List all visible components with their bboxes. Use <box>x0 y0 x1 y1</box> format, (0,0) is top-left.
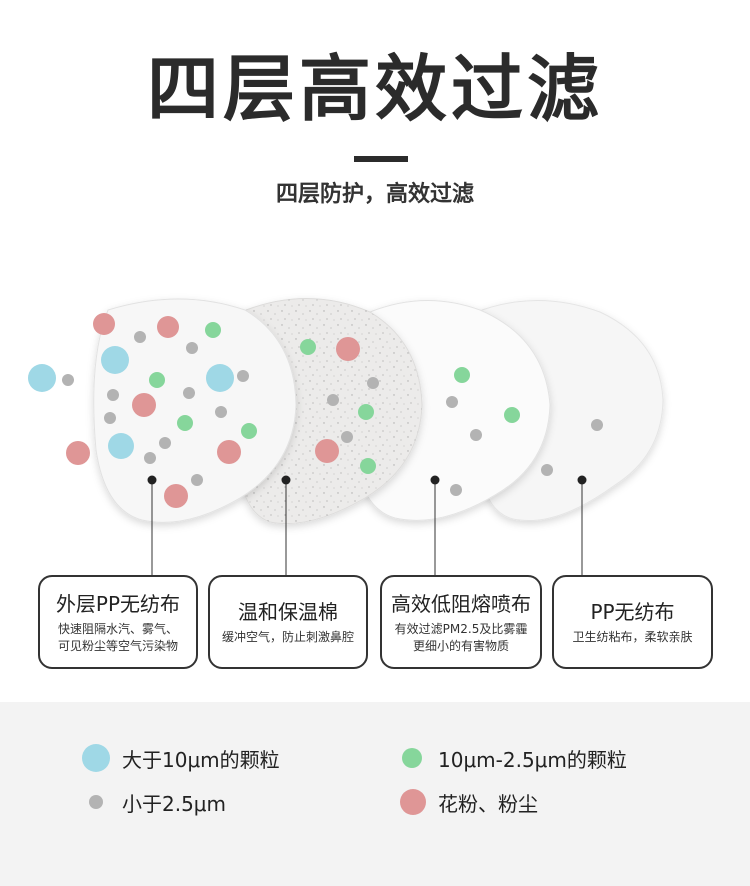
particle-pollen <box>315 439 339 463</box>
particle-medium <box>241 423 257 439</box>
small-particle-icon <box>89 795 103 809</box>
particle-small <box>446 396 458 408</box>
layer-connectors <box>151 480 583 575</box>
particle-medium <box>504 407 520 423</box>
particle-small <box>341 431 353 443</box>
particle-large <box>108 433 134 459</box>
particle-medium <box>149 372 165 388</box>
particle-pollen <box>336 337 360 361</box>
filter-layers-illustration <box>28 298 664 575</box>
layer-card-title: 外层PP无纺布 <box>55 592 181 616</box>
marker-dot-3 <box>430 475 440 485</box>
particles-layer-3 <box>446 367 520 496</box>
marker-dot-1 <box>147 475 157 485</box>
particle-large <box>206 364 234 392</box>
particle-small <box>191 474 203 486</box>
legend-item-pollen: 花粉、粉尘 <box>400 786 538 818</box>
particle-pollen <box>157 316 179 338</box>
particle-medium <box>358 404 374 420</box>
particle-pollen <box>66 441 90 465</box>
particle-small <box>215 406 227 418</box>
marker-dot-2 <box>281 475 291 485</box>
particle-medium <box>177 415 193 431</box>
large-particle-icon <box>82 744 110 772</box>
layer-card-pp-fabric: PP无纺布 卫生纺粘布，柔软亲肤 <box>552 575 713 669</box>
layer-card-desc: 卫生纺粘布，柔软亲肤 <box>572 630 693 644</box>
title-divider <box>354 156 408 162</box>
particle-small <box>134 331 146 343</box>
legend-label: 花粉、粉尘 <box>438 791 538 816</box>
particle-small <box>327 394 339 406</box>
layer-1-outer-pp <box>93 298 297 523</box>
particle-medium <box>300 339 316 355</box>
page-subtitle: 四层防护，高效过滤 <box>275 182 474 207</box>
legend-label: 大于10μm的颗粒 <box>122 747 280 772</box>
marker-dot-4 <box>577 475 587 485</box>
layer-card-title: PP无纺布 <box>590 600 675 624</box>
legend-item-large: 大于10μm的颗粒 <box>82 742 280 774</box>
medium-particle-icon <box>402 748 422 768</box>
particle-small <box>450 484 462 496</box>
particle-small <box>470 429 482 441</box>
layer-markers <box>147 475 587 485</box>
particle-small <box>159 437 171 449</box>
particle-small <box>367 377 379 389</box>
particle-small <box>107 389 119 401</box>
particle-medium <box>454 367 470 383</box>
legend-item-small: 小于2.5μm <box>82 786 226 818</box>
particle-small <box>591 419 603 431</box>
particle-pollen <box>217 440 241 464</box>
particle-pollen <box>164 484 188 508</box>
particle-pollen <box>93 313 115 335</box>
particle-small <box>186 342 198 354</box>
legend-label: 小于2.5μm <box>122 791 227 816</box>
layer-card-title: 温和保温棉 <box>238 600 338 624</box>
legend-label: 10μm-2.5μm的颗粒 <box>438 747 627 772</box>
layer-card-desc: 缓冲空气，防止刺激鼻腔 <box>221 630 354 644</box>
layer-card-desc: 快速阻隔水汽、雾气、 可见粉尘等空气污染物 <box>57 622 178 653</box>
particle-large <box>101 346 129 374</box>
layer-card-desc: 有效过滤PM2.5及比雾霾 更细小的有害物质 <box>394 622 528 653</box>
page-title: 四层高效过滤 <box>146 47 603 131</box>
particle-pollen <box>132 393 156 417</box>
layer-card-title: 高效低阻熔喷布 <box>391 592 531 616</box>
particle-medium <box>360 458 376 474</box>
particle-small <box>104 412 116 424</box>
particle-small <box>183 387 195 399</box>
legend-panel <box>0 702 750 886</box>
particles-layer-2 <box>300 337 379 474</box>
layer-card-meltblown: 高效低阻熔喷布 有效过滤PM2.5及比雾霾 更细小的有害物质 <box>380 575 542 669</box>
particle-small <box>144 452 156 464</box>
particles-layer-4 <box>541 419 603 476</box>
particle-small <box>62 374 74 386</box>
pollen-particle-icon <box>400 789 426 815</box>
legend-item-medium: 10μm-2.5μm的颗粒 <box>400 742 627 774</box>
layer-card-warm-cotton: 温和保温棉 缓冲空气，防止刺激鼻腔 <box>208 575 368 669</box>
layer-card-outer-pp: 外层PP无纺布 快速阻隔水汽、雾气、 可见粉尘等空气污染物 <box>38 575 198 669</box>
particles-layer-1 <box>28 313 257 508</box>
particle-small <box>237 370 249 382</box>
particle-small <box>541 464 553 476</box>
particle-medium <box>205 322 221 338</box>
particle-large <box>28 364 56 392</box>
